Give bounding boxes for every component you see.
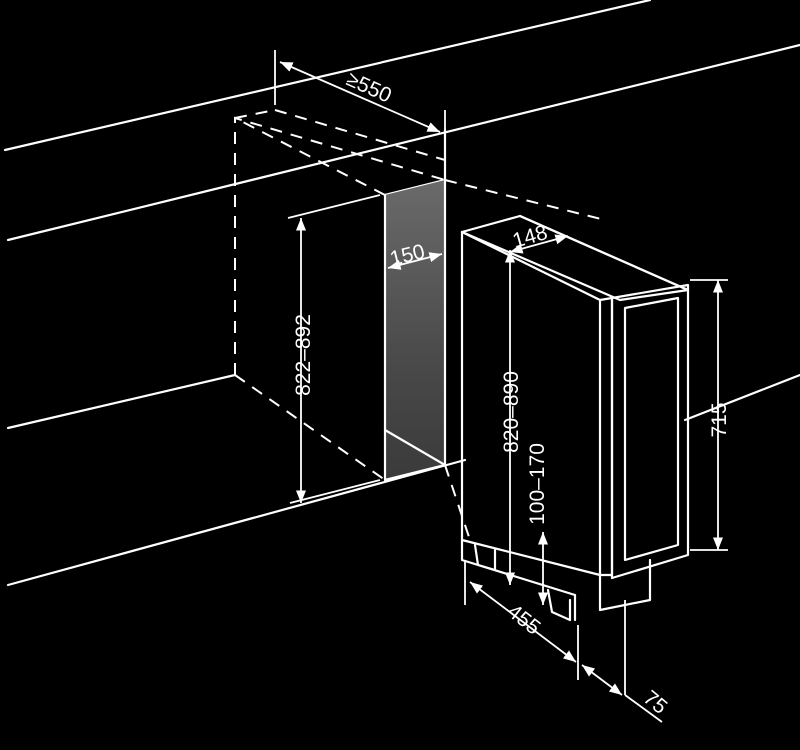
gap-panel — [383, 178, 447, 482]
dimension-labels: ≥550 150 148 822–892 820–890 100–170 715… — [292, 68, 731, 719]
glass-door-panel — [623, 296, 680, 562]
niche-height-label: 822–892 — [292, 314, 315, 396]
door-height-label: 715 — [708, 402, 731, 437]
unit-height-label: 820–890 — [500, 371, 523, 453]
feet-height-label: 100–170 — [526, 443, 549, 525]
dimension-lines — [274, 50, 728, 723]
unit-width-label: 148 — [510, 221, 550, 253]
door-depth-label: 75 — [639, 686, 672, 719]
wine-cooler-unit — [460, 214, 690, 622]
